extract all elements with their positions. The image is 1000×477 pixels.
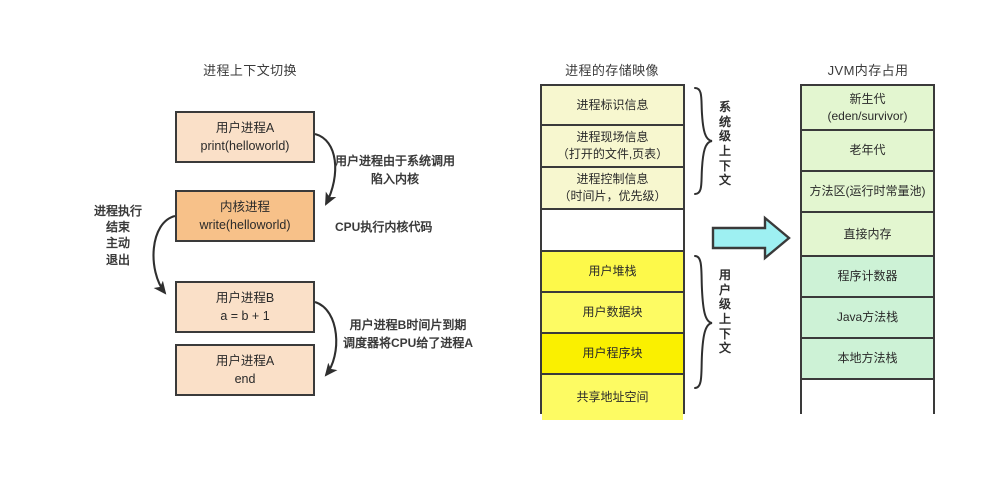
right-column-title: JVM内存占用 [827, 63, 909, 78]
jvm-memory-cell-label: 本地方法栈 [837, 351, 898, 366]
flow-box-line1: 内核进程 [219, 199, 270, 214]
note-line: 用户进程B时间片到期 [349, 318, 467, 332]
flow-box-line2: print(helloworld) [200, 139, 290, 153]
brace-label-char: 统 [718, 114, 731, 129]
brace-system-context [694, 87, 713, 195]
note-line: 结束 [105, 220, 130, 235]
brace-label-char: 上 [718, 311, 731, 326]
brace-user-context [694, 255, 713, 389]
jvm-memory-cell[interactable]: 新生代 (eden/survivor) [802, 86, 933, 131]
note-line: 主动 [105, 236, 130, 251]
jvm-memory-cell[interactable]: Java方法栈 [802, 298, 933, 339]
brace-label-char: 系 [718, 100, 731, 114]
jvm-memory-cell-label: 老年代 [849, 143, 886, 158]
jvm-memory-cell[interactable] [802, 380, 933, 422]
jvm-memory-cell-label: 程序计数器 [837, 269, 898, 284]
arrow-kernel-to-b [152, 214, 176, 295]
process-image-cell-sublabel: （打开的文件,页表） [556, 147, 669, 161]
jvm-memory-cell-sublabel: (eden/survivor) [827, 108, 908, 123]
process-image-cell-label: 进程现场信息 [576, 130, 649, 145]
jvm-memory-cell-label: 新生代 [849, 91, 886, 106]
flow-box-kernel-process-write[interactable]: 内核进程 write(helloworld) [175, 190, 315, 242]
process-image-cell[interactable] [542, 210, 683, 252]
left-column-title: 进程上下文切换 [203, 63, 297, 78]
note-line: 陷入内核 [371, 172, 420, 186]
jvm-memory-cell[interactable]: 直接内存 [802, 213, 933, 257]
process-image-cell[interactable]: 用户堆栈 [542, 252, 683, 293]
process-image-cell-label: 进程标识信息 [576, 97, 649, 112]
brace-label-char: 户 [718, 282, 731, 297]
jvm-memory-cell[interactable]: 本地方法栈 [802, 339, 933, 380]
brace-label-char: 文 [718, 173, 731, 188]
jvm-memory-cell[interactable]: 老年代 [802, 131, 933, 172]
process-image-cell-sublabel: （时间片，优先级） [558, 189, 667, 203]
jvm-memory-cell-label: Java方法栈 [836, 310, 899, 325]
flow-box-user-process-b[interactable]: 用户进程B a = b + 1 [175, 281, 315, 333]
brace-label-system-context: 系统级上下文 [718, 100, 732, 188]
note-process-exit: 进程执行结束主动退出 [90, 203, 146, 268]
brace-label-char: 下 [718, 158, 731, 173]
arrow-b-to-a-end [314, 301, 338, 377]
process-image-cell[interactable]: 用户程序块 [542, 334, 683, 375]
jvm-memory-cell-label: 直接内存 [843, 226, 892, 241]
jvm-memory-cell-label: 方法区(运行时常量池) [809, 184, 926, 199]
flow-box-line1: 用户进程A [215, 353, 275, 368]
jvm-memory-cell[interactable]: 方法区(运行时常量池) [802, 172, 933, 213]
process-image-cell-label: 共享地址空间 [576, 390, 649, 405]
note-line: 进程执行 [93, 204, 142, 218]
brace-label-char: 级 [718, 297, 731, 312]
process-image-cell-label: 用户数据块 [582, 305, 643, 320]
flow-box-line1: 用户进程B [215, 290, 275, 305]
brace-label-char: 级 [718, 129, 731, 144]
brace-label-user-context: 用户级上下文 [718, 268, 732, 356]
note-line: 调度器将CPU给了进程A [343, 336, 474, 350]
brace-label-char: 下 [718, 326, 731, 341]
note-cpu-kernel: CPU执行内核代码 [335, 218, 432, 236]
process-image-cell[interactable]: 用户数据块 [542, 293, 683, 334]
note-line: CPU执行内核代码 [335, 220, 433, 234]
note-timeslice: 用户进程B时间片到期调度器将CPU给了进程A [343, 316, 473, 352]
process-image-cell-label: 进程控制信息 [576, 172, 649, 187]
flow-box-line1: 用户进程A [215, 120, 275, 135]
brace-label-char: 上 [718, 143, 731, 158]
flow-box-user-process-a-print[interactable]: 用户进程A print(helloworld) [175, 111, 315, 163]
flow-box-line2: a = b + 1 [220, 309, 270, 323]
process-image-cell[interactable]: 进程标识信息 [542, 86, 683, 126]
brace-label-char: 用 [718, 268, 731, 282]
arrow-a-to-kernel [314, 132, 337, 206]
process-image-stack: 进程标识信息进程现场信息 （打开的文件,页表） 进程控制信息 （时间片，优先级） 用户堆… [540, 84, 685, 420]
process-image-cell-label: 用户程序块 [582, 346, 643, 361]
process-image-cell[interactable]: 进程控制信息 （时间片，优先级） [542, 168, 683, 210]
flow-box-line2: end [234, 372, 256, 386]
process-image-cell[interactable]: 共享地址空间 [542, 375, 683, 420]
flow-box-user-process-a-end[interactable]: 用户进程A end [175, 344, 315, 396]
note-syscall: 用户进程由于系统调用陷入内核 [335, 152, 455, 188]
jvm-memory-cell[interactable]: 程序计数器 [802, 257, 933, 298]
jvm-memory-stack: 新生代 (eden/survivor) 老年代方法区(运行时常量池) 直接内存程序计数… [800, 84, 935, 422]
note-line: 用户进程由于系统调用 [335, 154, 456, 168]
middle-column-title: 进程的存储映像 [565, 63, 659, 78]
process-image-cell-label: 用户堆栈 [588, 264, 637, 279]
brace-label-char: 文 [718, 341, 731, 356]
process-image-cell[interactable]: 进程现场信息 （打开的文件,页表） [542, 126, 683, 168]
note-line: 退出 [105, 252, 130, 267]
flow-box-line2: write(helloworld) [199, 218, 291, 232]
maps-to-arrow [711, 215, 791, 261]
